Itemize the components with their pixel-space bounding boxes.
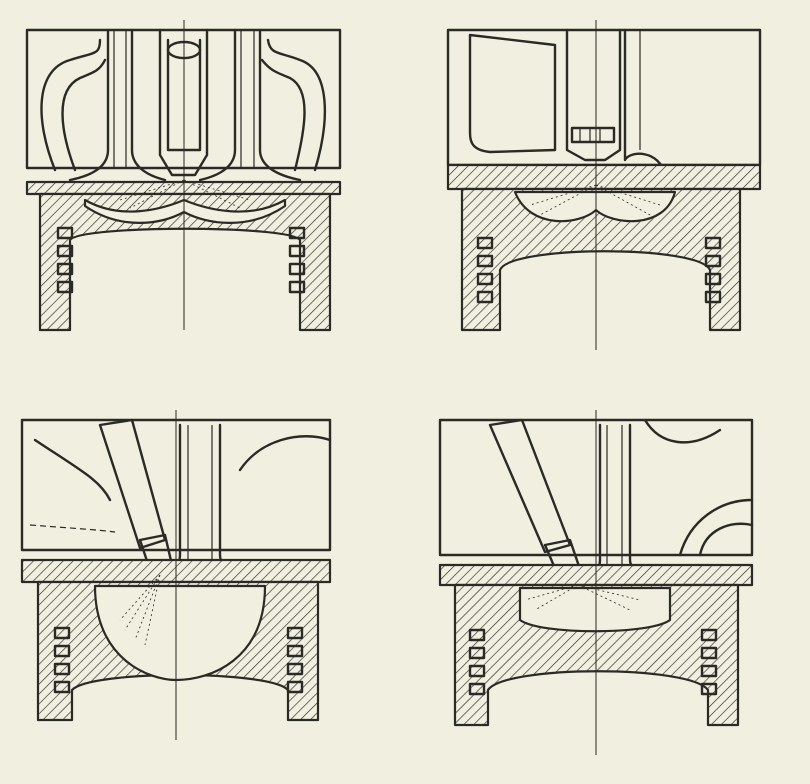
panel-bottom-right — [438, 410, 754, 755]
panel-top-left — [25, 20, 342, 332]
panel-bottom-left — [20, 410, 332, 740]
panel-top-right — [446, 20, 762, 350]
